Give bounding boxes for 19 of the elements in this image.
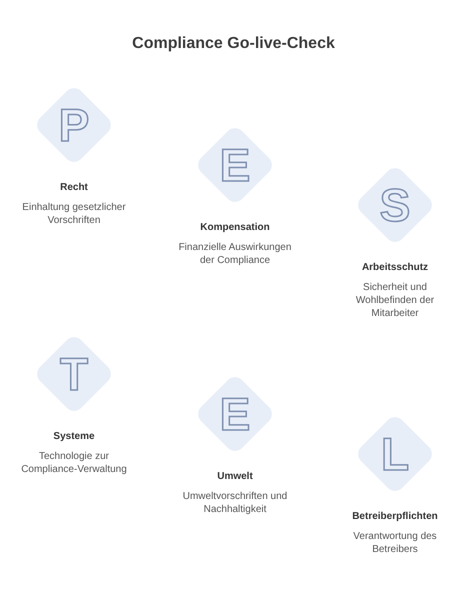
item-description: Verantwortung des Betreibers [352,530,438,556]
item-description: Technologie zur Compliance-Verwaltung [20,450,128,476]
title: Compliance Go-live-Check [132,34,335,53]
outlined-letter: E [220,142,250,188]
outlined-letter: E [220,391,250,437]
item-description: Einhaltung gesetzlicher Vorschriften [21,201,127,227]
outlined-letter: L [380,431,410,477]
item-description: Finanzielle Auswirkungen der Compliance [178,241,292,267]
item-heading: Umwelt [217,470,253,483]
outlined-letter: T [60,351,88,397]
item-heading: Systeme [53,430,95,443]
item-heading: Kompensation [200,221,270,234]
item-heading: Recht [60,181,88,194]
item-description: Sicherheit und Wohlbefinden der Mitarbeiter [354,281,436,320]
item-description: Umweltvorschriften und Nachhaltigkeit [182,490,288,516]
outlined-letter: S [380,182,410,228]
outlined-letter: P [58,102,90,148]
item-heading: Arbeitsschutz [362,261,428,274]
item-heading: Betreiberpflichten [352,510,438,523]
